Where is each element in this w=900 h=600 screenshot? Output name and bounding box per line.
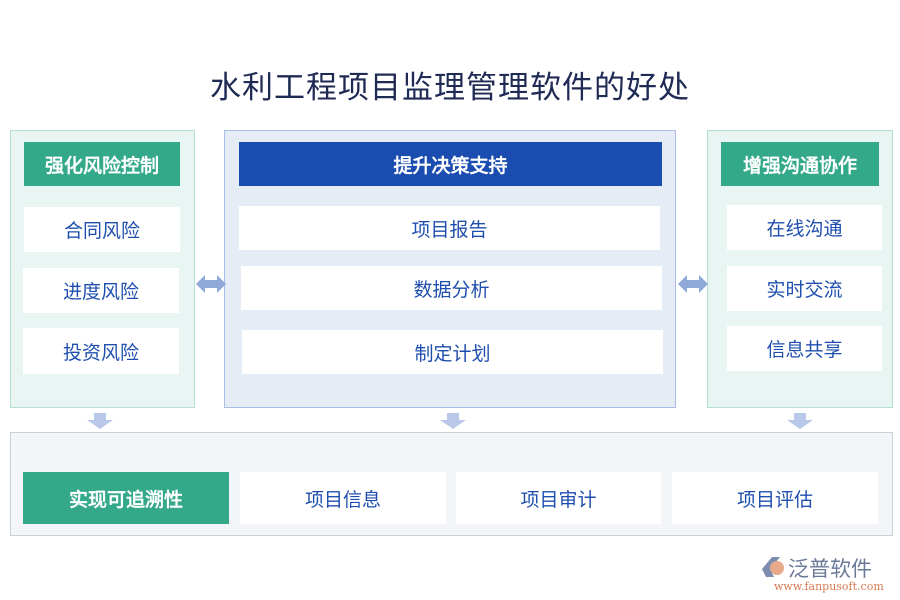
page-title: 水利工程项目监理管理软件的好处 xyxy=(210,70,690,106)
communication-header: 增强沟通协作 xyxy=(721,142,879,186)
list-item: 项目信息 xyxy=(240,472,446,524)
list-item: 投资风险 xyxy=(23,328,179,374)
list-item: 信息共享 xyxy=(727,326,882,371)
list-item: 进度风险 xyxy=(23,268,179,313)
logo-name: 泛普软件 xyxy=(788,557,872,581)
risk-control-header: 强化风险控制 xyxy=(24,142,180,186)
logo-url: www.fanpusoft.com xyxy=(774,580,884,593)
double-arrow-icon xyxy=(678,275,708,293)
traceability-header: 实现可追溯性 xyxy=(23,472,229,524)
logo-icon xyxy=(762,557,784,577)
list-item: 实时交流 xyxy=(727,266,882,311)
down-arrow-icon xyxy=(440,413,466,429)
list-item: 合同风险 xyxy=(24,207,180,252)
fanpu-logo: 泛普软件 www.fanpusoft.com xyxy=(760,553,890,593)
down-arrow-icon xyxy=(787,413,813,429)
list-item: 项目评估 xyxy=(672,472,878,524)
down-arrow-icon xyxy=(87,413,113,429)
decision-support-header: 提升决策支持 xyxy=(239,142,662,186)
list-item: 数据分析 xyxy=(241,266,662,310)
double-arrow-icon xyxy=(196,275,226,293)
list-item: 制定计划 xyxy=(242,330,663,374)
list-item: 在线沟通 xyxy=(727,205,882,250)
list-item: 项目审计 xyxy=(456,472,661,524)
list-item: 项目报告 xyxy=(239,206,660,250)
